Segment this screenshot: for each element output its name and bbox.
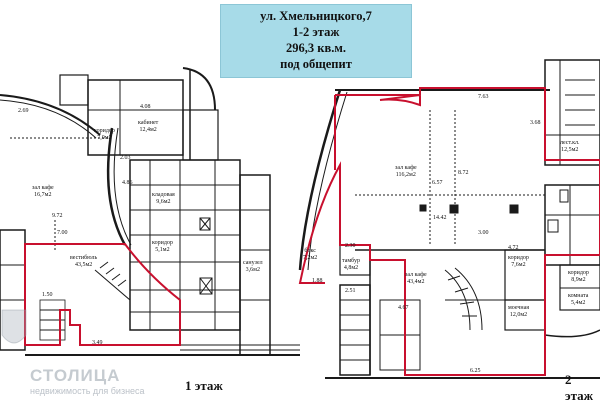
room-name: тамбур bbox=[342, 258, 360, 264]
room-area: 5,4м2 bbox=[571, 300, 586, 306]
dimension: 3.49 bbox=[92, 340, 103, 346]
floor2-room-label: комната 5,4м2 bbox=[568, 293, 588, 307]
dimension: 6.25 bbox=[470, 368, 481, 374]
room-name: зал кафе bbox=[32, 185, 54, 191]
room-name: зал кафе bbox=[395, 165, 417, 171]
floor1-room-label: коридор 5,1м2 bbox=[152, 240, 173, 254]
dimension: 8.72 bbox=[458, 170, 469, 176]
floor2-room-label: моечная 12,0м2 bbox=[508, 305, 529, 319]
room-name: коридор bbox=[568, 270, 589, 276]
floor2-room-label: зал кафе 43,4м2 bbox=[405, 272, 427, 286]
floor1-plan bbox=[0, 67, 300, 356]
dimension: 2.30 bbox=[345, 243, 356, 249]
room-name: кабинет bbox=[138, 120, 159, 126]
dimension: 4.72 bbox=[508, 245, 519, 251]
floors-text: 1-2 этаж bbox=[292, 25, 340, 39]
floor1-room-label: зал кафе 16,7м2 bbox=[32, 185, 54, 199]
dimension: 3.68 bbox=[530, 120, 541, 126]
address-text: ул. Хмельницкого,7 bbox=[260, 9, 372, 23]
room-area: 12,0м2 bbox=[509, 312, 528, 318]
dimension: 7.00 bbox=[57, 230, 68, 236]
dimension: 2.51 bbox=[345, 288, 356, 294]
room-area: 7,6м2 bbox=[511, 262, 526, 268]
floor2-room-label: тамбур 4,8м2 bbox=[342, 258, 360, 272]
room-area: 9,6м2 bbox=[156, 199, 171, 205]
room-area: 116,2м2 bbox=[395, 172, 416, 178]
floor2-room-label: коридор 7,6м2 bbox=[508, 255, 529, 269]
floor2-rental-boundary bbox=[298, 87, 600, 376]
dimension: 6.57 bbox=[432, 180, 443, 186]
floor1-label: 1 этаж bbox=[185, 378, 223, 393]
room-area: 8,9м2 bbox=[571, 277, 586, 283]
room-area: 3,6м2 bbox=[245, 267, 260, 273]
dimension: 1.88 bbox=[312, 278, 323, 284]
room-name: вестибюль bbox=[70, 255, 98, 261]
room-name: коридор bbox=[94, 128, 115, 134]
floor2-label: 2 этаж bbox=[565, 372, 594, 403]
floor1-room-label: санузел 3,6м2 bbox=[243, 260, 263, 274]
watermark-name: СТОЛИЦА bbox=[30, 366, 121, 385]
floor1-rental-boundary bbox=[24, 243, 181, 346]
room-name: зал кафе bbox=[405, 272, 427, 278]
room-area: 5,1м2 bbox=[155, 247, 170, 253]
room-area: 43,5м2 bbox=[74, 262, 93, 268]
room-area: 7,2м2 bbox=[303, 255, 318, 261]
dimension: 14.42 bbox=[433, 215, 447, 221]
room-name: кладовая bbox=[152, 192, 175, 198]
dimension: 7.63 bbox=[478, 94, 489, 100]
dimension: 2.69 bbox=[18, 108, 29, 114]
room-name: лест.кл. bbox=[560, 140, 580, 146]
room-name: комната bbox=[568, 293, 589, 299]
dimension: 4.67 bbox=[398, 305, 409, 311]
purpose-text: под общепит bbox=[280, 57, 352, 71]
floor2-plan bbox=[298, 59, 600, 379]
floor1-room-label: кабинет 12,4м2 bbox=[138, 120, 158, 134]
room-name: санузел bbox=[243, 260, 263, 266]
room-name: моечная bbox=[508, 305, 530, 311]
dimension: 3.00 bbox=[478, 230, 489, 236]
room-area: 43,4м2 bbox=[407, 279, 425, 285]
floor1-room-label: кладовая 9,6м2 bbox=[152, 192, 175, 206]
room-area: 12,4м2 bbox=[139, 127, 157, 133]
floor2-room-label: зал кафе 116,2м2 bbox=[395, 165, 417, 179]
area-text: 296,3 кв.м. bbox=[286, 41, 346, 55]
watermark-tagline: недвижимость для бизнеса bbox=[30, 386, 145, 396]
dimension: 2.03 bbox=[120, 155, 131, 161]
floor2-room-label: лест.кл. 12,5м2 bbox=[560, 140, 580, 154]
room-area: 12,5м2 bbox=[561, 147, 579, 153]
floor1-room-label: вестибюль 43,5м2 bbox=[70, 255, 97, 269]
dimension: 1.50 bbox=[42, 292, 53, 298]
watermark-shield-icon bbox=[1, 309, 27, 344]
room-name: коридор bbox=[152, 240, 173, 246]
floor1-room-label: коридор 7,0м2 bbox=[94, 128, 115, 142]
room-area: 7,0м2 bbox=[97, 135, 112, 141]
dimension: 9.72 bbox=[52, 213, 63, 219]
title-box: ул. Хмельницкого,7 1-2 этаж 296,3 кв.м. … bbox=[220, 4, 412, 78]
room-area: 16,7м2 bbox=[34, 192, 52, 198]
room-name: коридор bbox=[508, 255, 529, 261]
floor2-room-label: бокс 7,2м2 bbox=[303, 248, 317, 262]
dimension: 4.86 bbox=[122, 180, 133, 186]
room-name: бокс bbox=[304, 248, 316, 254]
room-area: 4,8м2 bbox=[343, 265, 359, 271]
floor2-room-label: коридор 8,9м2 bbox=[568, 270, 589, 284]
dimension: 4.08 bbox=[140, 104, 151, 110]
